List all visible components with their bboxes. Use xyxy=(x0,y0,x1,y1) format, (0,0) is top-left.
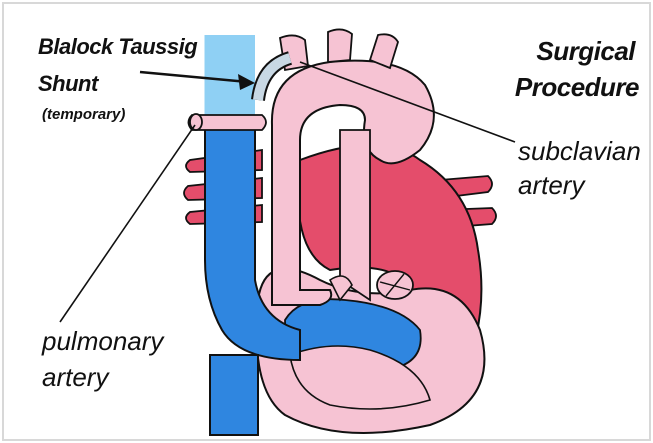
shunt-label-line2: Shunt xyxy=(38,71,98,97)
shunt-note: (temporary) xyxy=(42,106,125,123)
shunt-connector-end xyxy=(190,114,202,130)
descending-aorta xyxy=(340,130,370,300)
pulmonary-lower-vessel xyxy=(210,355,258,435)
pulmonary-label-line2: artery xyxy=(42,362,108,393)
shunt-label-line1: Blalock Taussig xyxy=(38,34,197,60)
pulmonary-label-line1: pulmonary xyxy=(42,326,163,357)
shunt-tube xyxy=(205,35,255,115)
heading-line2: Procedure xyxy=(515,72,639,103)
pulmonary-pointer-line xyxy=(60,125,195,322)
subclavian-label-line2: artery xyxy=(518,170,584,201)
subclavian-label-line1: subclavian xyxy=(518,136,641,167)
heading-line1: Surgical xyxy=(536,36,635,67)
